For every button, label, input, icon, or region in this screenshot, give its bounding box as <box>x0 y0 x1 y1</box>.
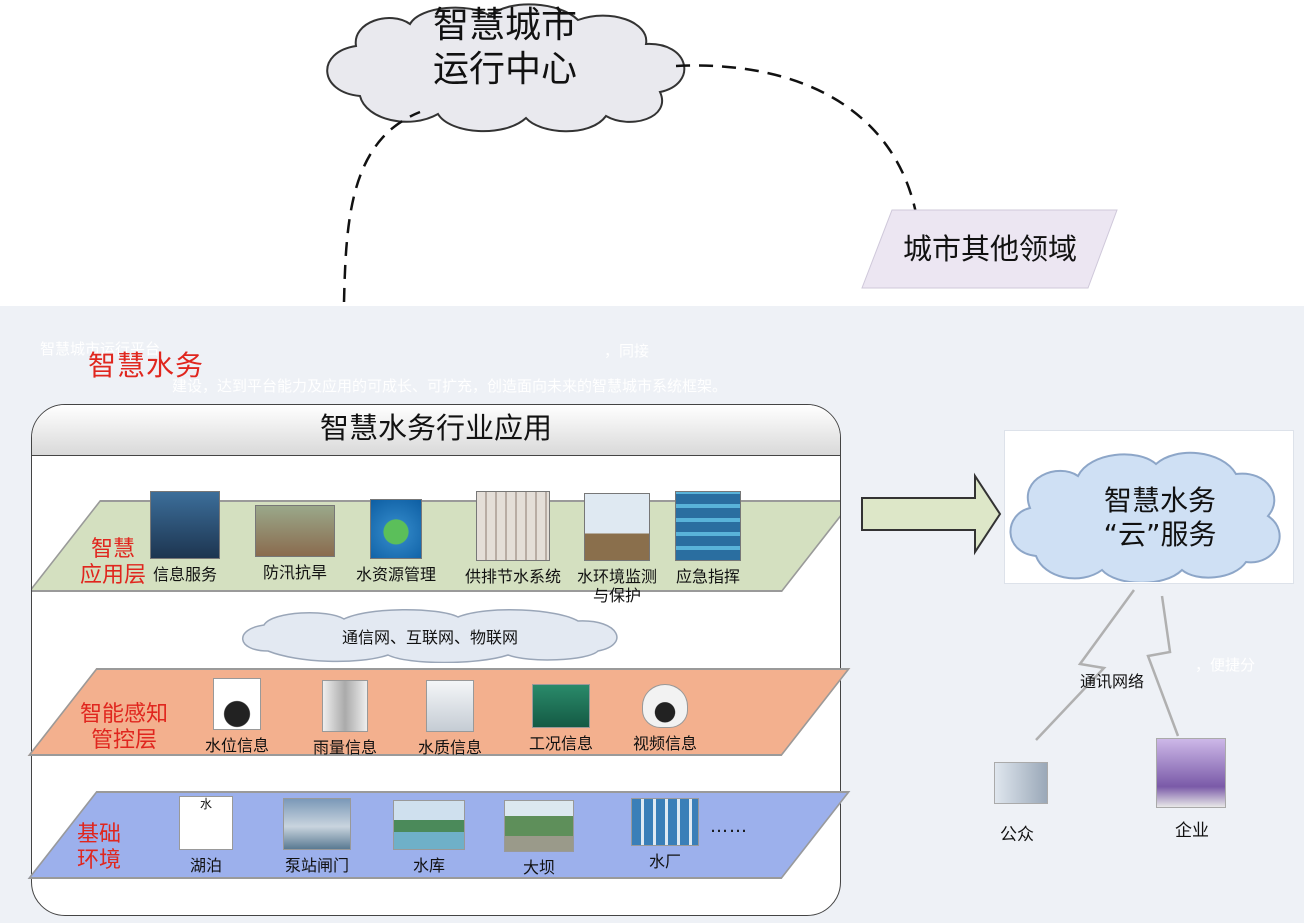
infra-item-label: 湖泊 <box>189 856 222 875</box>
sensor-item-label: 视频信息 <box>632 734 697 753</box>
water-level-sensor-image <box>213 678 261 730</box>
layer-label-line: 智能感知 <box>79 702 168 727</box>
app-item-label: 应急指挥 <box>675 567 740 586</box>
sensor-item-working-condition: 工况信息 <box>506 684 616 753</box>
cloud-service-line: 智慧水务 <box>1103 484 1216 517</box>
layer-label-line: 管控层 <box>90 728 157 753</box>
camera-image <box>642 684 688 728</box>
dashed-link-left <box>342 110 421 303</box>
network-link-right <box>1146 595 1180 737</box>
app-item-water-environment: 水环境监测 与保护 <box>562 493 672 605</box>
sensor-item-label: 工况信息 <box>528 734 593 753</box>
sensor-item-label: 水位信息 <box>204 736 269 755</box>
network-cloud: 通信网、互联网、物联网 <box>228 607 632 664</box>
pump-gate-image <box>283 798 351 850</box>
sensor-item-video: 视频信息 <box>610 684 720 753</box>
more-ellipsis: …… <box>710 816 748 837</box>
app-item-label: 信息服务 <box>152 565 217 584</box>
water-quality-meter-image <box>426 680 474 732</box>
app-item-info-service: 信息服务 <box>130 491 240 584</box>
layer-label-line: 环境 <box>76 848 121 873</box>
flow-arrow <box>861 472 1002 556</box>
water-plant-image <box>631 798 699 846</box>
center-line: 运行中心 <box>432 49 577 90</box>
cloud-service-line: “云”服务 <box>1103 518 1217 551</box>
application-layer-label: 智慧 应用层 <box>68 537 158 589</box>
layer-label-line: 基础 <box>76 822 121 847</box>
public-label: 公众 <box>1000 825 1034 845</box>
city-operation-center-label: 智慧城市 运行中心 <box>420 4 590 92</box>
app-item-label: 供排节水系统 <box>464 567 561 586</box>
lake-image-text: 水 <box>199 797 212 811</box>
infra-item-dam: 大坝 <box>484 800 594 877</box>
watermark-text: ，便捷分 <box>1195 656 1256 674</box>
other-city-domains-label: 城市其他领域 <box>902 232 1077 266</box>
app-item-emergency-command: 应急指挥 <box>653 491 763 586</box>
network-cloud-shape <box>242 608 618 664</box>
app-item-flood-control: 防汛抗旱 <box>240 505 350 582</box>
reservoir-image <box>393 800 465 850</box>
flood-control-image <box>255 505 335 557</box>
sensor-item-water-level: 水位信息 <box>182 678 292 755</box>
communication-network-label: 通讯网络 <box>1080 672 1145 691</box>
industry-application-header: 智慧水务行业应用 <box>32 405 840 456</box>
city-center-cloud <box>326 3 686 133</box>
dam-image <box>504 800 574 852</box>
rain-gauge-image <box>322 680 368 732</box>
infrastructure-layer-label: 基础 环境 <box>54 822 144 874</box>
enterprise-label: 企业 <box>1175 821 1209 841</box>
public-user-image <box>994 762 1048 804</box>
infra-item-label: 水厂 <box>648 852 681 871</box>
infra-item-pump-gate: 泵站闸门 <box>262 798 372 875</box>
infra-item-lake: 水 湖泊 <box>151 796 261 875</box>
watermark-text: 智慧城市运行平台 <box>40 340 161 358</box>
other-domain-shape <box>861 209 1118 289</box>
infra-item-water-plant: 水厂 <box>610 798 720 871</box>
infra-item-label: 泵站闸门 <box>284 856 349 875</box>
sensor-item-water-quality: 水质信息 <box>395 680 505 757</box>
infra-item-label: 大坝 <box>522 858 555 877</box>
water-supply-image <box>476 491 550 561</box>
emergency-command-image <box>675 491 741 561</box>
app-item-water-resource: 水资源管理 <box>341 499 451 584</box>
sensor-item-label: 雨量信息 <box>312 738 377 757</box>
center-line: 智慧城市 <box>432 5 577 46</box>
app-item-label: 水环境监测 与保护 <box>576 567 657 605</box>
generator-image <box>532 684 590 728</box>
lake-image: 水 <box>179 796 233 850</box>
smart-water-title: 智慧水务 <box>88 349 205 382</box>
watermark-text: ，同接 <box>604 342 650 360</box>
layer-label-line: 智慧 <box>90 537 135 562</box>
network-link-left <box>1035 589 1136 741</box>
perception-layer-label: 智能感知 管控层 <box>74 702 174 754</box>
layer-label-line: 应用层 <box>79 563 146 588</box>
network-cloud-label: 通信网、互联网、物联网 <box>341 628 518 647</box>
infra-item-reservoir: 水库 <box>374 800 484 875</box>
enterprise-user-image <box>1156 738 1226 808</box>
infra-item-label: 水库 <box>412 856 445 875</box>
cloud-service-label: 智慧水务 “云”服务 <box>1060 484 1260 552</box>
info-service-image <box>150 491 220 559</box>
water-environment-image <box>584 493 650 561</box>
app-item-water-supply: 供排节水系统 <box>458 491 568 586</box>
cloud-service-shape <box>1009 451 1281 582</box>
app-item-label: 防汛抗旱 <box>262 563 327 582</box>
app-item-label: 水资源管理 <box>355 565 436 584</box>
watermark-text: 建设，达到平台能力及应用的可成长、可扩充，创造面向未来的智慧城市系统框架。 <box>172 377 728 395</box>
sensor-item-label: 水质信息 <box>417 738 482 757</box>
sensor-item-rainfall: 雨量信息 <box>290 680 400 757</box>
dashed-link-right <box>675 64 920 225</box>
water-resource-image <box>370 499 422 559</box>
